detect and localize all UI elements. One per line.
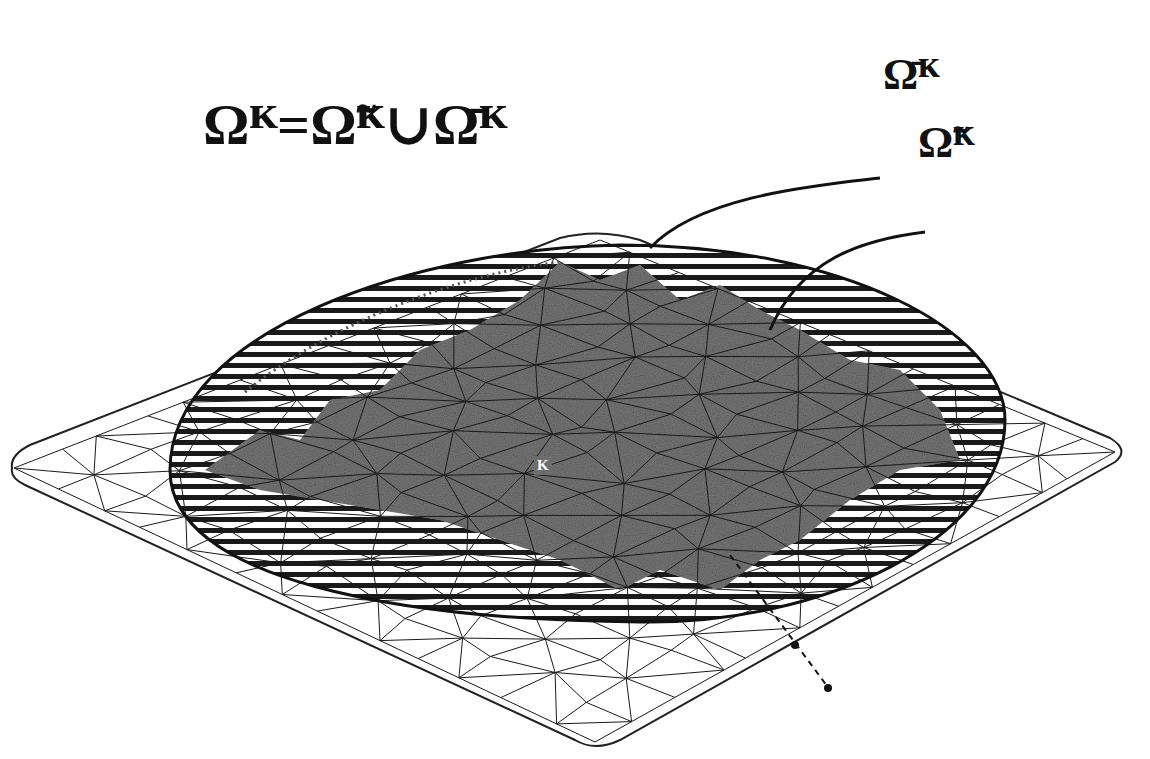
outer-mesh-region bbox=[12, 233, 1122, 746]
leader-line bbox=[650, 178, 880, 248]
mesh-node-dot bbox=[791, 641, 799, 649]
subdomain-label: Ω̄ᴷ bbox=[880, 50, 942, 100]
leader-line bbox=[770, 232, 925, 330]
dotted-boundary bbox=[245, 262, 560, 392]
triangle-mesh bbox=[14, 240, 1115, 742]
mesh-node-dot bbox=[824, 684, 832, 692]
element-label: K bbox=[534, 456, 552, 475]
domain-equation: Ωᴷ=Ω̃ᴷ∪Ω̄ᴷ bbox=[200, 92, 510, 158]
mesh-edges bbox=[14, 240, 1115, 742]
subdomain-label: Ω̃ᴷ bbox=[915, 118, 977, 168]
subdomain-outline bbox=[170, 245, 1005, 622]
dashed-segment bbox=[730, 555, 830, 690]
